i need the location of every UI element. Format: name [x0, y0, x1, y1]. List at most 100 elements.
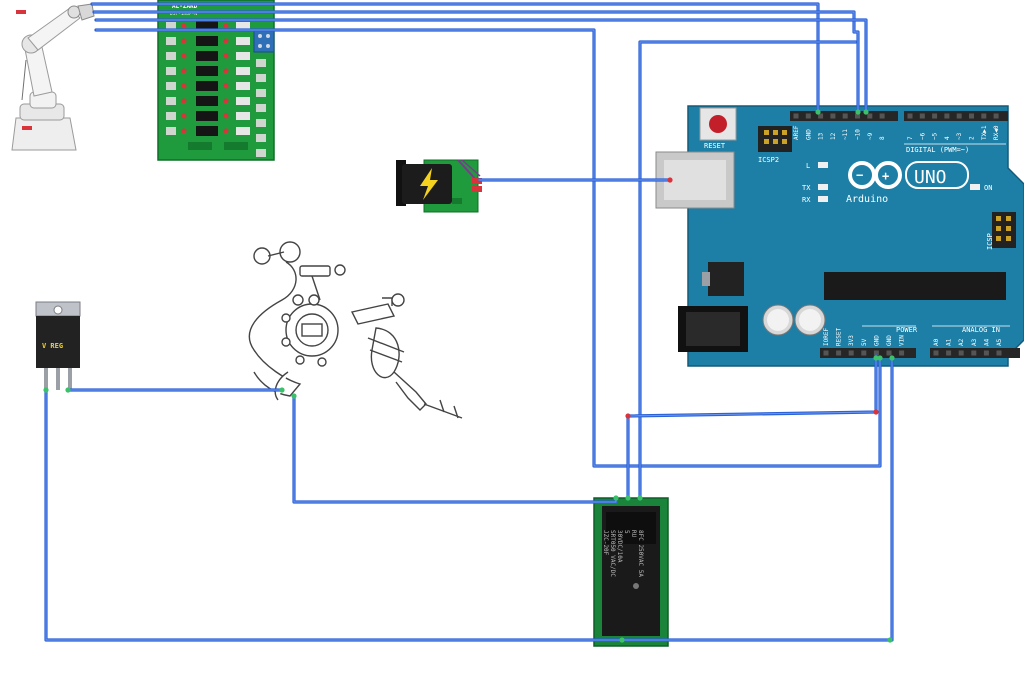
wire-junction — [625, 413, 631, 419]
power-pin-hole — [873, 350, 879, 356]
digital-pin-label: 2 — [969, 136, 976, 140]
analog-pin-label: A0 — [933, 338, 940, 346]
wire-junction — [291, 393, 297, 399]
relay-board-screw — [256, 134, 266, 142]
relay-module-marking: SRT050 VAC/DC — [609, 530, 616, 577]
relay-board-resistor — [236, 127, 250, 135]
digital-pin-hole — [956, 113, 962, 119]
analog-pin-hole — [933, 350, 939, 356]
power-pin-hole — [899, 350, 905, 356]
relay-module-marking: RU — [630, 530, 637, 538]
power-pin-label: GND — [886, 335, 893, 346]
wire-junction — [873, 409, 879, 415]
digital-pin-hole — [981, 113, 987, 119]
icsp-pin — [773, 139, 778, 144]
lightning-bolt-icon — [420, 168, 438, 200]
relay-board-resistor — [236, 97, 250, 105]
relay-board-led — [181, 113, 187, 119]
analog-pin-label: A5 — [996, 338, 1003, 346]
power-pin-label: VIN — [899, 335, 906, 346]
wire-junction — [667, 177, 673, 183]
digital-pin-label: 13 — [818, 132, 825, 140]
digital-pin-label: 12 — [830, 132, 837, 140]
digital-pin-hole — [830, 113, 836, 119]
relay-board-screw — [166, 97, 176, 105]
icsp-pin — [1006, 226, 1011, 231]
relay-board-led — [181, 128, 187, 134]
relay-board-led — [181, 68, 187, 74]
analog-pin-label: A3 — [971, 338, 978, 346]
icsp2-label: ICSP2 — [758, 156, 779, 164]
relay-module-marking: JZC-20F — [602, 530, 609, 556]
wire — [44, 388, 624, 642]
relay-board-led — [181, 23, 187, 29]
relay-board-led — [223, 83, 229, 89]
power-pin-hole — [886, 350, 892, 356]
relay-board-screw — [256, 149, 266, 157]
digital-pin-hole — [879, 113, 885, 119]
wire-highlight — [96, 19, 867, 112]
digital-pin-hole — [867, 113, 873, 119]
digital-header-label: DIGITAL (PWM=~) — [906, 146, 969, 154]
relay-board-optocoupler — [196, 96, 218, 106]
relay-board-screw — [256, 74, 266, 82]
voltage-regulator: V REG — [35, 301, 81, 390]
wire-junction — [625, 495, 631, 501]
wire-junction — [613, 495, 619, 501]
relay-board-screw — [166, 82, 176, 90]
relay-board-led — [223, 128, 229, 134]
digital-pin-hole — [805, 113, 811, 119]
relay-board-screw — [166, 112, 176, 120]
icsp-label: ICSP — [986, 233, 994, 250]
relay-board-led — [223, 113, 229, 119]
relay-board-screw — [256, 119, 266, 127]
wire-highlight — [94, 11, 859, 112]
relay-board-led — [181, 53, 187, 59]
power-pin-label: RESET — [836, 328, 843, 346]
relay-board-led — [181, 38, 187, 44]
arduino-brand-label: Arduino — [846, 194, 888, 205]
analog-pin-hole — [983, 350, 989, 356]
analog-pin-label: A2 — [958, 338, 965, 346]
relay-board-screw — [256, 59, 266, 67]
relay-module-marking: 8FC 250VAC 5A — [637, 530, 644, 577]
digital-pin-label: ~11 — [842, 129, 849, 140]
wire-junction — [637, 495, 643, 501]
robot-arm-icon — [11, 3, 95, 151]
digital-pin-hole — [907, 113, 913, 119]
wire-junction — [855, 109, 861, 115]
relay-board-optocoupler — [196, 66, 218, 76]
digital-pin-label: 7 — [907, 136, 914, 140]
relay-board-resistor — [236, 82, 250, 90]
icsp-pin — [996, 226, 1001, 231]
digital-pin-label: TX▶1 — [981, 125, 988, 140]
relay-board-led — [223, 68, 229, 74]
relay-board-optocoupler — [196, 81, 218, 91]
relay-board-led — [181, 98, 187, 104]
relay-board: AL-ZARD DST-1R8P-N — [157, 0, 275, 161]
regulator-label: V REG — [42, 342, 63, 350]
relay-board-optocoupler — [196, 21, 218, 31]
digital-pin-hole — [944, 113, 950, 119]
wire — [292, 394, 618, 504]
icsp-pin — [1006, 236, 1011, 241]
power-pin-label: 3V3 — [848, 335, 855, 346]
relay-board-optocoupler — [196, 51, 218, 61]
relay-board-screw — [166, 52, 176, 60]
digital-pin-label: ~9 — [867, 132, 874, 140]
relay-board-resistor — [236, 112, 250, 120]
digital-pin-hole — [793, 113, 799, 119]
relay-board-screw — [256, 89, 266, 97]
icsp-pin — [1006, 216, 1011, 221]
reset-button[interactable] — [699, 107, 737, 141]
digital-pin-label: ~3 — [956, 132, 963, 140]
digital-pin-label: 8 — [879, 136, 886, 140]
reset-label: RESET — [704, 142, 726, 150]
digital-pin-hole — [969, 113, 974, 119]
relay-board-resistor — [236, 52, 250, 60]
analog-pin-label: A4 — [983, 338, 990, 346]
power-pin-label: GND — [873, 335, 880, 346]
analog-pin-hole — [946, 350, 952, 356]
